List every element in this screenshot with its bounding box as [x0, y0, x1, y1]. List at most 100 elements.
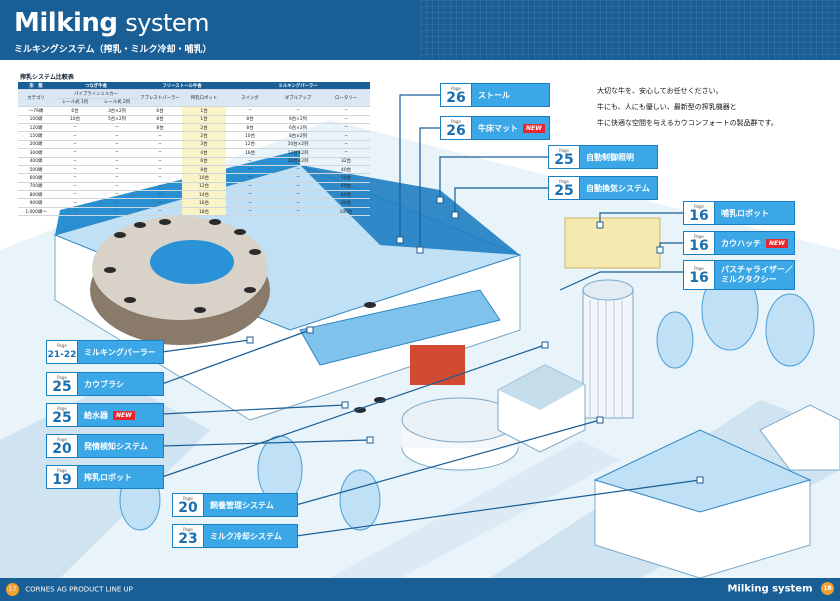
table-head-cell: ダブルアップ [274, 89, 323, 108]
table-head-cell: パイプラインミルカー [54, 89, 138, 99]
table-cell: 200頭 [18, 140, 54, 150]
table-cell: ─ [54, 148, 96, 158]
table-cell: 4台 [182, 148, 227, 158]
table-cell: 100台 [322, 207, 371, 217]
table-row: 1,000頭〜───18台──100台 [18, 207, 371, 217]
page-number: 25 [554, 151, 574, 168]
page-number: 16 [689, 207, 709, 224]
table-cell: ─ [138, 165, 182, 175]
table-cell: 700頭 [18, 182, 54, 192]
title-bold: Milking [14, 8, 118, 38]
table-cell: ─ [322, 106, 371, 116]
table-head-cell: ロータリー [322, 89, 371, 108]
table-cell: 16台×2列 [274, 157, 323, 166]
table-cell: 6台 [54, 106, 96, 116]
page-number: 25 [52, 378, 72, 395]
page-word: Page [57, 467, 67, 473]
table-cell: 6台×2列 [274, 123, 323, 133]
table-head-cell: レール式 2列 [96, 98, 138, 108]
label-text: ストール [478, 90, 510, 100]
table-cell: ─ [96, 131, 138, 141]
table-cell: ─ [54, 182, 96, 192]
table-cell: 6台×2列 [274, 115, 323, 124]
table-cell: ─ [96, 182, 138, 192]
table-head-cell: フリーストール牛舎 [138, 82, 227, 91]
table-cell: 1台 [182, 115, 227, 124]
table-head-cell: スイング [226, 89, 275, 108]
table-cell: 40台 [322, 165, 371, 175]
table-cell: 300頭 [18, 148, 54, 158]
footer-page-left: 17 [6, 583, 19, 596]
table-cell: ─ [274, 173, 323, 183]
table-cell: 8台 [182, 165, 227, 175]
table-cell: ─ [274, 198, 323, 208]
table-cell: 2台 [182, 131, 227, 141]
table-cell: 8台 [226, 123, 275, 133]
label-text: ミルク冷却システム [210, 531, 282, 541]
footer-brand: CORNES AG [25, 585, 67, 594]
table-cell: ─ [274, 207, 323, 217]
table-cell: ─ [96, 148, 138, 158]
table-cell: 14台 [182, 190, 227, 200]
table-cell: 32台 [322, 157, 371, 166]
table-head-row-1: 形 態 つなぎ牛舎 フリーストール牛舎 ミルキングパーラー [18, 82, 371, 91]
table-cell: ─ [138, 190, 182, 200]
table-cell: 60台 [322, 190, 371, 200]
table-cell: 5台×2列 [96, 115, 138, 124]
table-cell: ─ [226, 182, 275, 192]
page-word: Page [694, 233, 704, 239]
table-cell: 16台 [182, 198, 227, 208]
table-cell: 1台 [182, 106, 227, 116]
footer-left: 17 CORNES AG PRODUCT LINE UP [6, 583, 133, 596]
table-cell: 800頭 [18, 190, 54, 200]
page-word: Page [57, 342, 67, 348]
table-cell: ─ [226, 207, 275, 217]
label-text: 哺乳ロボット [721, 208, 769, 218]
table-cell: ─ [96, 140, 138, 150]
label-text: 飼養管理システム [210, 500, 274, 510]
new-badge: NEW [523, 123, 545, 133]
footer-title: Milking system [727, 583, 813, 595]
page-number: 25 [52, 409, 72, 426]
table-cell: ─ [274, 106, 323, 116]
label-text: 牛床マット [478, 123, 518, 133]
table-cell: ─ [226, 157, 275, 166]
table-cell: 80台 [322, 198, 371, 208]
table-cell: ─ [226, 173, 275, 183]
table-row: 700頭───12台──60台 [18, 182, 371, 192]
label-text: 給水器 [84, 410, 108, 420]
label-text: 自動制御照明 [586, 152, 634, 162]
table-row: 800頭───14台──60台 [18, 190, 371, 200]
table-cell: 900頭 [18, 198, 54, 208]
table-cell: 12台 [182, 182, 227, 192]
table-cell: 400頭 [18, 157, 54, 166]
table-cell: ─ [138, 198, 182, 208]
page-word: Page [57, 436, 67, 442]
table-cell: 2台 [182, 123, 227, 133]
page-number: 26 [446, 89, 466, 106]
table-head-cell: アブレストパーラー [138, 89, 182, 108]
table-cell: ─ [138, 131, 182, 141]
title-rest: system [125, 9, 210, 37]
table-head-row-2: カテゴリ パイプラインミルカー アブレストパーラー 搾乳ロボット スイング ダブ… [18, 89, 371, 108]
table-row: 500頭───8台──40台 [18, 165, 371, 175]
table-cell: ─ [322, 140, 371, 150]
table-cell: ─ [54, 198, 96, 208]
